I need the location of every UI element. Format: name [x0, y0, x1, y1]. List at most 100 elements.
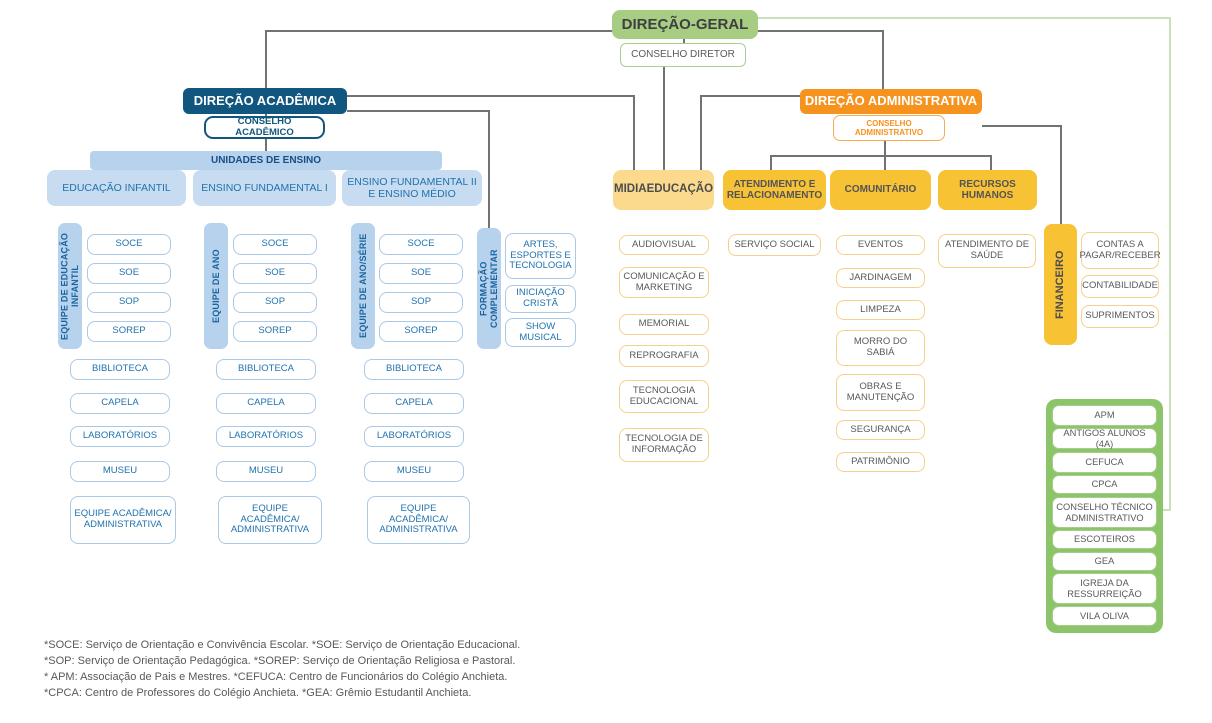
- academic-facility: BIBLIOTECA: [70, 359, 170, 380]
- connector-academica-to-formacao-h: [347, 110, 488, 112]
- assoc-item: ESCOTEIROS: [1052, 530, 1157, 549]
- academic-facility: LABORATÓRIOS: [70, 426, 170, 447]
- dept-item: AUDIOVISUAL: [619, 235, 709, 255]
- connector-dg-to-academica-h: [265, 30, 612, 32]
- node-conselho-administrativo: CONSELHO ADMINISTRATIVO: [833, 115, 945, 141]
- financial-item: CONTAS A PAGAR/RECEBER: [1079, 232, 1161, 269]
- academic-service: SOCE: [87, 234, 171, 255]
- dept-item: SEGURANÇA: [836, 420, 925, 440]
- node-unit-fundamental-2-medio: ENSINO FUNDAMENTAL II E ENSINO MÉDIO: [342, 170, 482, 206]
- dept-recursos-humanos: RECURSOS HUMANOS: [938, 170, 1037, 210]
- assoc-item: APM: [1052, 405, 1157, 426]
- connector-dg-to-associated-v: [1169, 17, 1171, 511]
- academic-facility: LABORATÓRIOS: [216, 426, 316, 447]
- academic-service: SOE: [233, 263, 317, 284]
- assoc-item: CONSELHO TÉCNICO ADMINISTRATIVO: [1052, 497, 1157, 528]
- dept-item: JARDINAGEM: [836, 268, 925, 288]
- academic-service: SOP: [233, 292, 317, 313]
- assoc-item: CPCA: [1052, 475, 1157, 494]
- academic-service: SOREP: [87, 321, 171, 342]
- connector-academica-to-midia-h: [347, 95, 633, 97]
- academic-service: SOP: [379, 292, 463, 313]
- team-tab-educacao-infantil: EQUIPE DE EDUCAÇÃO INFANTIL: [58, 223, 82, 349]
- dept-item: MORRO DO SABIÁ: [836, 330, 925, 366]
- assoc-item: CEFUCA: [1052, 452, 1157, 473]
- academic-service: SOE: [87, 263, 171, 284]
- dept-atendimento-relacionamento: ATENDIMENTO E RELACIONAMENTO: [723, 170, 826, 210]
- assoc-item: IGREJA DA RESSURREIÇÃO: [1052, 573, 1157, 604]
- footnote-line: *CPCA: Centro de Professores do Colégio …: [44, 687, 472, 699]
- dept-item: LIMPEZA: [836, 300, 925, 320]
- connector-academica-to-formacao-v: [488, 110, 490, 228]
- node-unit-educacao-infantil: EDUCAÇÃO INFANTIL: [47, 170, 186, 206]
- academic-facility: CAPELA: [70, 393, 170, 414]
- assoc-item: GEA: [1052, 552, 1157, 571]
- connector-to-recursos-humanos: [990, 155, 992, 170]
- dept-comunitario: COMUNITÁRIO: [830, 170, 931, 210]
- team-tab-ano-serie: EQUIPE DE ANO/SÉRIE: [351, 223, 375, 349]
- connector-administrativa-to-midia-h: [700, 95, 800, 97]
- team-tab-financeiro: FINANCEIRO: [1044, 224, 1077, 345]
- academic-facility: MUSEU: [216, 461, 316, 482]
- node-conselho-academico: CONSELHO ACADÊMICO: [204, 116, 325, 139]
- academic-facility: BIBLIOTECA: [364, 359, 464, 380]
- complementary-item: INICIAÇÃO CRISTÃ: [505, 285, 576, 313]
- dept-item: COMUNICAÇÃO E MARKETING: [619, 267, 709, 298]
- academic-service: SOCE: [379, 234, 463, 255]
- connector-administrativa-to-financeiro-h: [982, 125, 1061, 127]
- units-bar: UNIDADES DE ENSINO: [90, 151, 442, 170]
- connector-administrativa-to-midia-v: [700, 95, 702, 170]
- academic-staff: EQUIPE ACADÊMICA/ ADMINISTRATIVA: [367, 496, 470, 544]
- academic-service: SOP: [87, 292, 171, 313]
- academic-service: SOCE: [233, 234, 317, 255]
- dept-item: PATRIMÔNIO: [836, 452, 925, 472]
- academic-facility: CAPELA: [216, 393, 316, 414]
- footnote-line: *SOCE: Serviço de Orientação e Convivênc…: [44, 639, 521, 651]
- dept-item: TECNOLOGIA EDUCACIONAL: [619, 380, 709, 413]
- financial-item: SUPRIMENTOS: [1081, 305, 1159, 328]
- connector-dg-to-academica-v: [265, 30, 267, 88]
- complementary-item: ARTES, ESPORTES E TECNOLOGIA: [505, 233, 576, 279]
- node-conselho-diretor: CONSELHO DIRETOR: [620, 43, 746, 67]
- team-tab-ano: EQUIPE DE ANO: [204, 223, 228, 349]
- dept-item: SERVIÇO SOCIAL: [728, 234, 821, 256]
- connector-administrativa-to-financeiro-v: [1060, 125, 1062, 225]
- node-direcao-academica: DIREÇÃO ACADÊMICA: [183, 88, 347, 114]
- dept-item: EVENTOS: [836, 235, 925, 255]
- dept-item: ATENDIMENTO DE SAÚDE: [938, 234, 1036, 268]
- academic-facility: MUSEU: [70, 461, 170, 482]
- academic-facility: CAPELA: [364, 393, 464, 414]
- dept-item: TECNOLOGIA DE INFORMAÇÃO: [619, 428, 709, 462]
- connector-conselho-diretor-to-midia: [663, 67, 665, 170]
- node-direcao-administrativa: DIREÇÃO ADMINISTRATIVA: [800, 89, 982, 114]
- connector-academica-to-midia-v: [633, 95, 635, 170]
- connector-dg-to-associated-h: [757, 17, 1171, 19]
- connector-dg-to-administrativa-v: [882, 30, 884, 89]
- connector-to-atendimento: [770, 155, 772, 170]
- dept-item: MEMORIAL: [619, 314, 709, 335]
- academic-staff: EQUIPE ACADÊMICA/ ADMINISTRATIVA: [70, 496, 176, 544]
- connector-associated-in: [1158, 509, 1171, 511]
- complementary-item: SHOW MUSICAL: [505, 318, 576, 347]
- assoc-item: ANTIGOS ALUNOS (4A): [1052, 428, 1157, 449]
- connector-departments-h: [770, 155, 991, 157]
- team-tab-formacao-complementar: FORMAÇÃO COMPLEMENTAR: [477, 228, 501, 349]
- footnote-line: * APM: Associação de Pais e Mestres. *CE…: [44, 671, 508, 683]
- footnote-line: *SOP: Serviço de Orientação Pedagógica. …: [44, 655, 516, 667]
- node-unit-fundamental-1: ENSINO FUNDAMENTAL I: [193, 170, 336, 206]
- academic-service: SOREP: [233, 321, 317, 342]
- dept-item: OBRAS E MANUTENÇÃO: [836, 374, 925, 411]
- dept-item: REPROGRAFIA: [619, 345, 709, 367]
- connector-conselho-to-unidades: [265, 139, 267, 152]
- academic-service: SOE: [379, 263, 463, 284]
- connector-academica-to-conselho: [265, 113, 267, 117]
- node-direcao-geral: DIREÇÃO-GERAL: [612, 10, 758, 39]
- academic-staff: EQUIPE ACADÊMICA/ ADMINISTRATIVA: [218, 496, 322, 544]
- assoc-item: VILA OLIVA: [1052, 606, 1157, 626]
- academic-facility: BIBLIOTECA: [216, 359, 316, 380]
- connector-dg-to-conselho-diretor: [683, 38, 685, 44]
- academic-facility: MUSEU: [364, 461, 464, 482]
- dept-midiaeducacao: MIDIAEDUCAÇÃO: [613, 170, 714, 210]
- academic-service: SOREP: [379, 321, 463, 342]
